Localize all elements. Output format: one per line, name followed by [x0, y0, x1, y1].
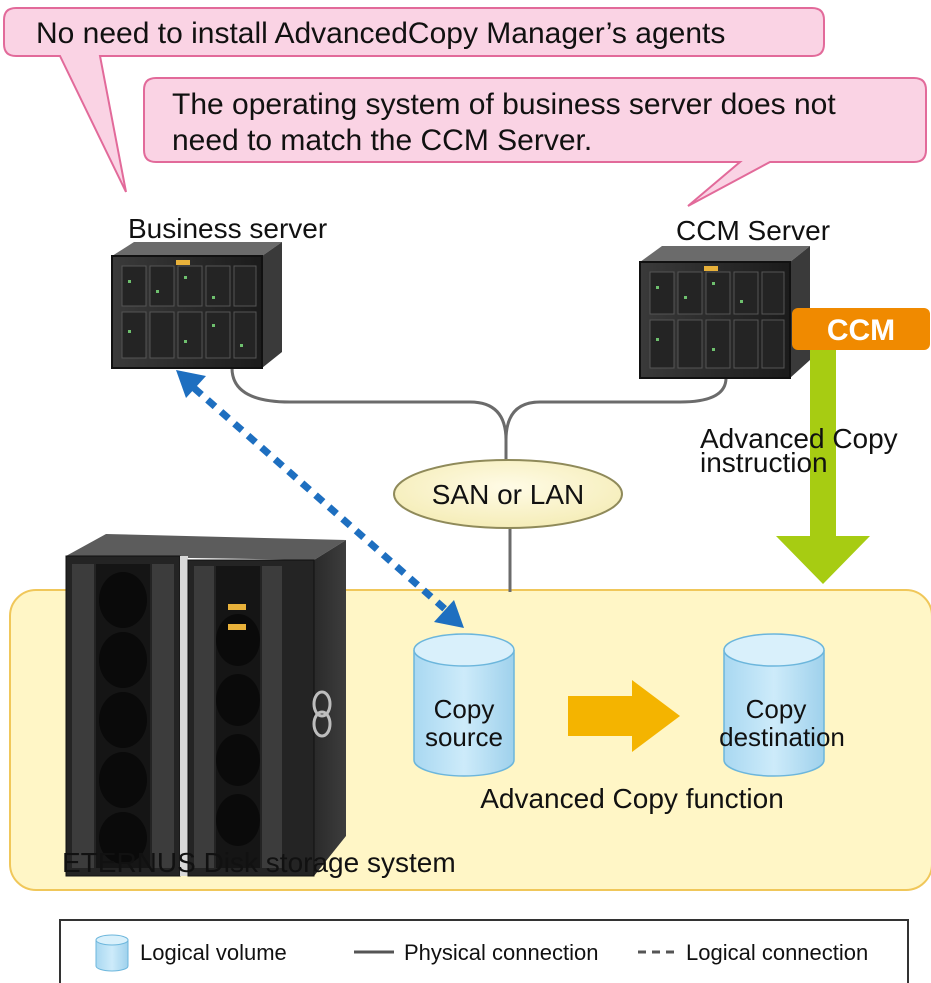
advanced-copy-function-label: Advanced Copy function	[480, 783, 784, 814]
vendor-logo-icon	[312, 690, 332, 738]
legend-logical-volume: Logical volume	[140, 940, 287, 965]
instruction-label-line1: Advanced Copy	[700, 423, 898, 454]
callout-agents-text: No need to install AdvancedCopy Manager’…	[36, 17, 725, 50]
instruction-label-line2: instruction	[700, 447, 828, 478]
storage-system-label: ETERNUS Disk storage system	[62, 847, 456, 878]
callout-os-line2: need to match the CCM Server.	[172, 124, 592, 157]
physical-connection-lines	[230, 367, 728, 592]
network-label: SAN or LAN	[432, 479, 585, 510]
legend: Logical volume Physical connection Logic…	[59, 919, 909, 983]
business-server-icon	[111, 242, 282, 369]
ccm-server-icon	[639, 246, 810, 379]
legend-volume-icon	[95, 934, 129, 972]
copy-destination-line2: destination	[719, 722, 845, 752]
callout-os: The operating system of business server …	[143, 77, 927, 207]
callout-os-line1: The operating system of business server …	[172, 88, 836, 121]
legend-logical-connection: Logical connection	[686, 940, 868, 965]
copy-source-volume	[413, 633, 515, 777]
copy-destination-line1: Copy	[746, 694, 807, 724]
legend-physical-connection: Physical connection	[404, 940, 598, 965]
copy-direction-arrow	[568, 680, 680, 752]
ccm-badge	[792, 308, 930, 350]
logical-connection-link	[176, 370, 464, 628]
business-server-label: Business server	[128, 213, 327, 244]
copy-source-line1: Copy	[434, 694, 495, 724]
instruction-arrow	[776, 350, 870, 584]
copy-destination-volume	[723, 633, 825, 777]
callout-agents: No need to install AdvancedCopy Manager’…	[3, 7, 825, 193]
eternus-storage-icon	[65, 534, 346, 877]
ccm-server-label: CCM Server	[676, 215, 830, 246]
copy-source-line2: source	[425, 722, 503, 752]
ccm-badge-text: CCM	[827, 314, 895, 347]
network-oval	[393, 459, 623, 529]
